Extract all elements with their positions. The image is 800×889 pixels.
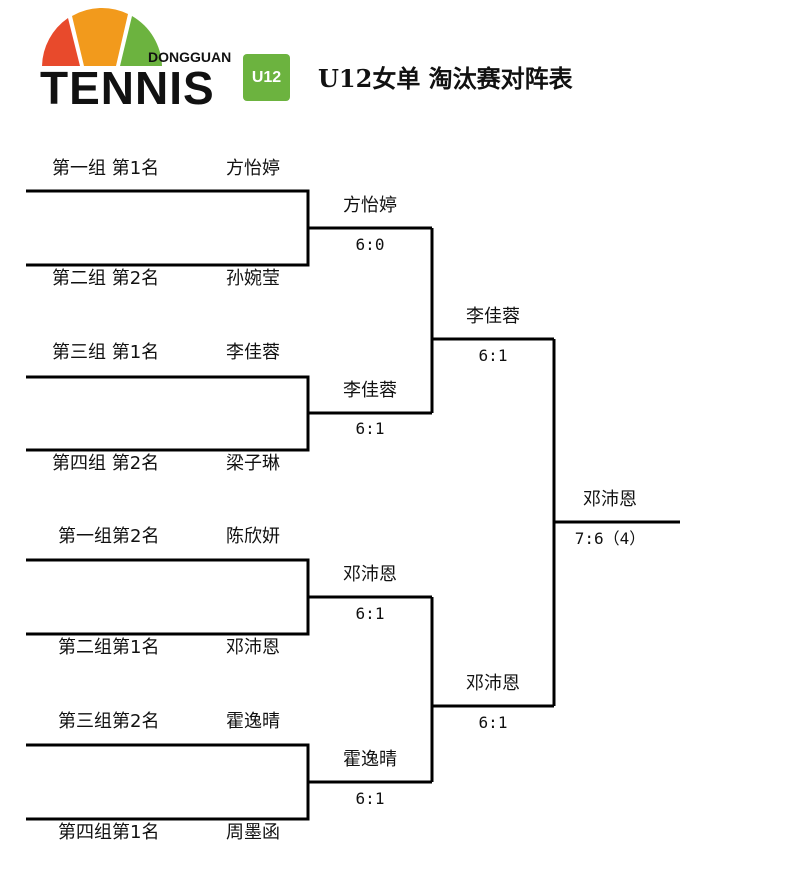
player-name: 方怡婷	[226, 158, 280, 179]
match-winner: 李佳蓉	[343, 380, 397, 401]
final-lines	[552, 339, 680, 706]
match-winner: 邓沛恩	[343, 564, 397, 585]
seed-label: 第三组第2名	[58, 711, 160, 732]
player-name: 孙婉莹	[226, 268, 280, 289]
semi-2-lines	[430, 597, 554, 782]
logo-subtitle: DONGGUAN	[148, 49, 232, 65]
seed-label: 第一组 第1名	[52, 158, 160, 179]
semi-1-lines	[430, 228, 554, 413]
player-name: 周墨函	[226, 822, 280, 843]
match-winner: 方怡婷	[343, 195, 397, 216]
match-3-lines	[26, 558, 432, 636]
match-winner: 霍逸晴	[343, 749, 397, 770]
seed-label: 第二组 第2名	[52, 268, 160, 289]
player-name: 邓沛恩	[226, 637, 280, 658]
player-name: 李佳蓉	[226, 342, 280, 363]
semi-winner: 邓沛恩	[466, 673, 520, 694]
final-score: 7:6（4）	[574, 529, 646, 548]
semi-winner: 李佳蓉	[466, 306, 520, 327]
seed-label: 第四组 第2名	[52, 453, 160, 474]
semi-score: 6:1	[478, 346, 508, 365]
final-winner: 邓沛恩	[583, 489, 637, 510]
match-4-lines	[26, 743, 432, 821]
seed-label: 第二组第1名	[58, 637, 160, 658]
match-1-lines	[26, 189, 432, 267]
match-score: 6:0	[355, 235, 385, 254]
seed-label: 第一组第2名	[58, 526, 160, 547]
match-score: 6:1	[355, 789, 385, 808]
logo-badge: U12	[243, 54, 290, 101]
player-name: 梁子琳	[226, 453, 280, 474]
seed-label: 第三组 第1名	[52, 342, 160, 363]
logo-text: TENNIS	[40, 62, 215, 114]
player-name: 霍逸晴	[226, 711, 280, 732]
match-2-lines	[26, 375, 432, 452]
player-name: 陈欣妍	[226, 526, 280, 547]
logo-fan-icon	[42, 8, 162, 67]
seed-label: 第四组第1名	[58, 822, 160, 843]
page-title: U12女单 淘汰赛对阵表	[318, 64, 573, 93]
match-score: 6:1	[355, 604, 385, 623]
semi-score: 6:1	[478, 713, 508, 732]
match-score: 6:1	[355, 419, 385, 438]
